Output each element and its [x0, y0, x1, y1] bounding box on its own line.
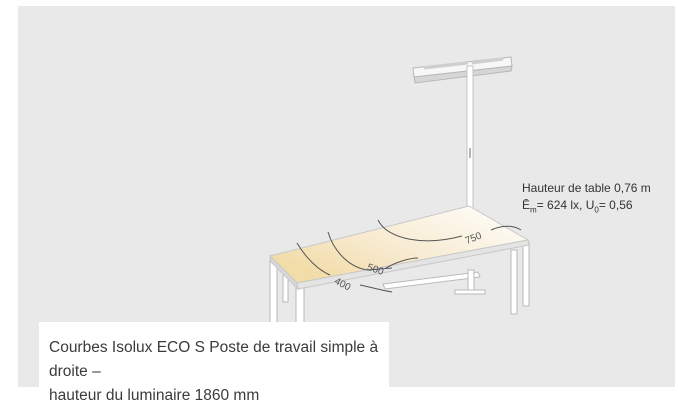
- illuminance-info: Hauteur de table 0,76 m Ēm= 624 lx, U0= …: [522, 180, 651, 218]
- caption-line-1: Courbes Isolux ECO S Poste de travail si…: [49, 339, 379, 380]
- caption-line-2: hauteur du luminaire 1860 mm: [49, 387, 260, 404]
- desk-frame: [269, 241, 530, 349]
- u-subscript: 0: [594, 205, 599, 215]
- table-height-text: Hauteur de table 0,76 m: [522, 181, 651, 195]
- isoline-label-500: 500: [366, 262, 386, 278]
- em-subscript: m: [530, 205, 537, 215]
- isoline-500: [327, 231, 393, 271]
- em-value: = 624 lx, U: [536, 198, 595, 212]
- isoline-400: [296, 242, 331, 276]
- u-value: = 0,56: [598, 198, 633, 212]
- illuminance-values: Ēm= 624 lx, U0= 0,56: [522, 197, 651, 218]
- isolux-contours: [296, 219, 522, 293]
- caption-box: Courbes Isolux ECO S Poste de travail si…: [39, 322, 389, 404]
- em-symbol: Ē: [522, 198, 531, 212]
- desk-top: [269, 205, 530, 291]
- lamp-head: [412, 56, 513, 84]
- lamp-pole: [466, 65, 474, 217]
- isoline-750: [377, 219, 463, 242]
